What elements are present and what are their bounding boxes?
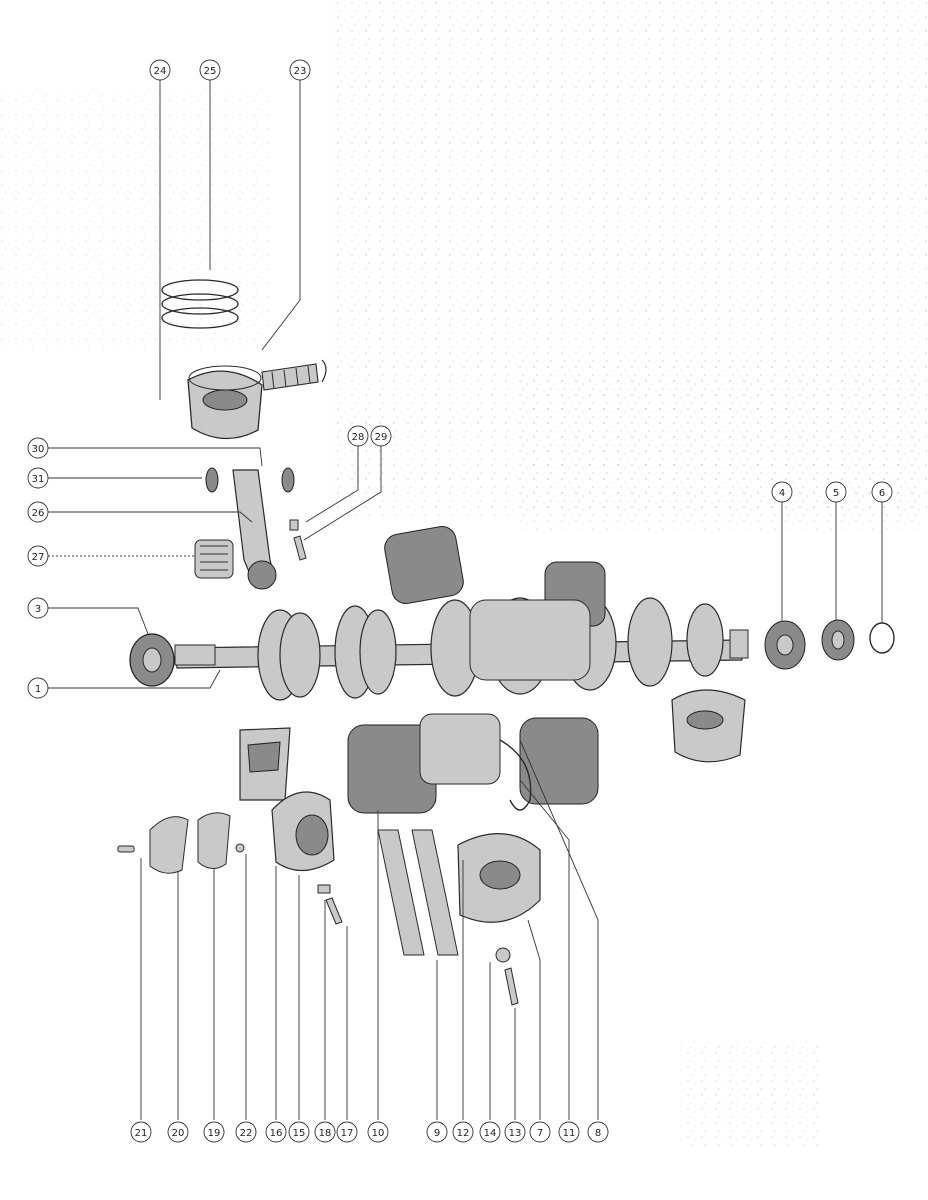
callout-10: 10 [367, 1121, 389, 1143]
svg-text:10: 10 [372, 1128, 385, 1139]
svg-text:30: 30 [32, 444, 45, 455]
callout-30: 30 [27, 437, 49, 459]
callout-25: 25 [199, 59, 221, 81]
callout-15: 15 [288, 1121, 310, 1143]
svg-text:14: 14 [484, 1128, 497, 1139]
needle-rollers [377, 829, 459, 956]
svg-text:15: 15 [293, 1128, 306, 1139]
svg-text:9: 9 [434, 1128, 440, 1139]
small-ball [235, 843, 245, 853]
callout-31: 31 [27, 467, 49, 489]
svg-text:17: 17 [341, 1128, 354, 1139]
svg-text:28: 28 [352, 432, 365, 443]
callout-5: 5 [825, 481, 847, 503]
svg-text:7: 7 [537, 1128, 543, 1139]
callout-20: 20 [167, 1121, 189, 1143]
svg-text:19: 19 [208, 1128, 221, 1139]
svg-text:3: 3 [35, 604, 41, 615]
svg-text:16: 16 [270, 1128, 283, 1139]
svg-text:4: 4 [779, 488, 785, 499]
bearing-race-pieces [149, 812, 231, 874]
callout-16: 16 [265, 1121, 287, 1143]
scan-noise [0, 0, 928, 1150]
rod-cap-screws [289, 519, 307, 561]
rear-bearing [764, 620, 806, 670]
leader-lines [48, 80, 883, 1120]
svg-text:8: 8 [595, 1128, 601, 1139]
svg-text:22: 22 [240, 1128, 253, 1139]
callout-3: 3 [27, 597, 49, 619]
svg-text:29: 29 [375, 432, 388, 443]
lower-main-bearing-halves [239, 727, 291, 801]
svg-text:31: 31 [32, 474, 45, 485]
callout-13: 13 [504, 1121, 526, 1143]
callout-11: 11 [558, 1121, 580, 1143]
svg-text:5: 5 [833, 488, 839, 499]
svg-text:11: 11 [563, 1128, 576, 1139]
callout-26: 26 [27, 501, 49, 523]
callout-4: 4 [771, 481, 793, 503]
callout-6: 6 [871, 481, 893, 503]
callout-29: 29 [370, 425, 392, 447]
svg-text:21: 21 [135, 1128, 148, 1139]
svg-text:18: 18 [319, 1128, 332, 1139]
callout-23-top: 23 [289, 59, 311, 81]
callout-17: 17 [336, 1121, 358, 1143]
screw-and-washer [117, 845, 519, 1006]
svg-text:6: 6 [879, 488, 885, 499]
callout-9: 9 [426, 1121, 448, 1143]
svg-text:13: 13 [509, 1128, 522, 1139]
dowel-pins [317, 884, 343, 925]
wrist-pin [261, 363, 319, 391]
svg-text:24: 24 [154, 66, 167, 77]
clamp-ring [499, 739, 532, 811]
crankshaft [174, 525, 749, 814]
callout-19: 19 [203, 1121, 225, 1143]
svg-text:20: 20 [172, 1128, 185, 1139]
svg-text:23: 23 [294, 66, 307, 77]
svg-text:12: 12 [457, 1128, 470, 1139]
connecting-rod [232, 469, 277, 590]
callout-24: 24 [149, 59, 171, 81]
svg-text:25: 25 [204, 66, 217, 77]
callout-12: 12 [452, 1121, 474, 1143]
center-main-bearing [271, 791, 335, 872]
callout-27: 27 [27, 545, 49, 567]
piston [187, 365, 263, 440]
rear-ring [869, 622, 895, 654]
callouts: 24 25 23 30 31 26 27 3 1 28 29 4 5 6 21 … [27, 59, 893, 1143]
svg-text:26: 26 [32, 508, 45, 519]
svg-text:1: 1 [35, 684, 41, 695]
piston-rings [161, 279, 239, 329]
callout-1: 1 [27, 677, 49, 699]
callout-21: 21 [130, 1121, 152, 1143]
callout-8: 8 [587, 1121, 609, 1143]
callout-18: 18 [314, 1121, 336, 1143]
thrust-washers [205, 467, 295, 493]
bearing-cage [457, 833, 541, 923]
callout-22: 22 [235, 1121, 257, 1143]
piston-pin-lock-ring [321, 359, 327, 383]
rod-needle-bearing [194, 539, 234, 579]
front-main-bearing [129, 633, 175, 687]
rear-piston [671, 689, 746, 763]
rear-seal [821, 619, 855, 661]
callout-28: 28 [347, 425, 369, 447]
svg-text:27: 27 [32, 552, 45, 563]
callout-14: 14 [479, 1121, 501, 1143]
callout-7: 7 [529, 1121, 551, 1143]
